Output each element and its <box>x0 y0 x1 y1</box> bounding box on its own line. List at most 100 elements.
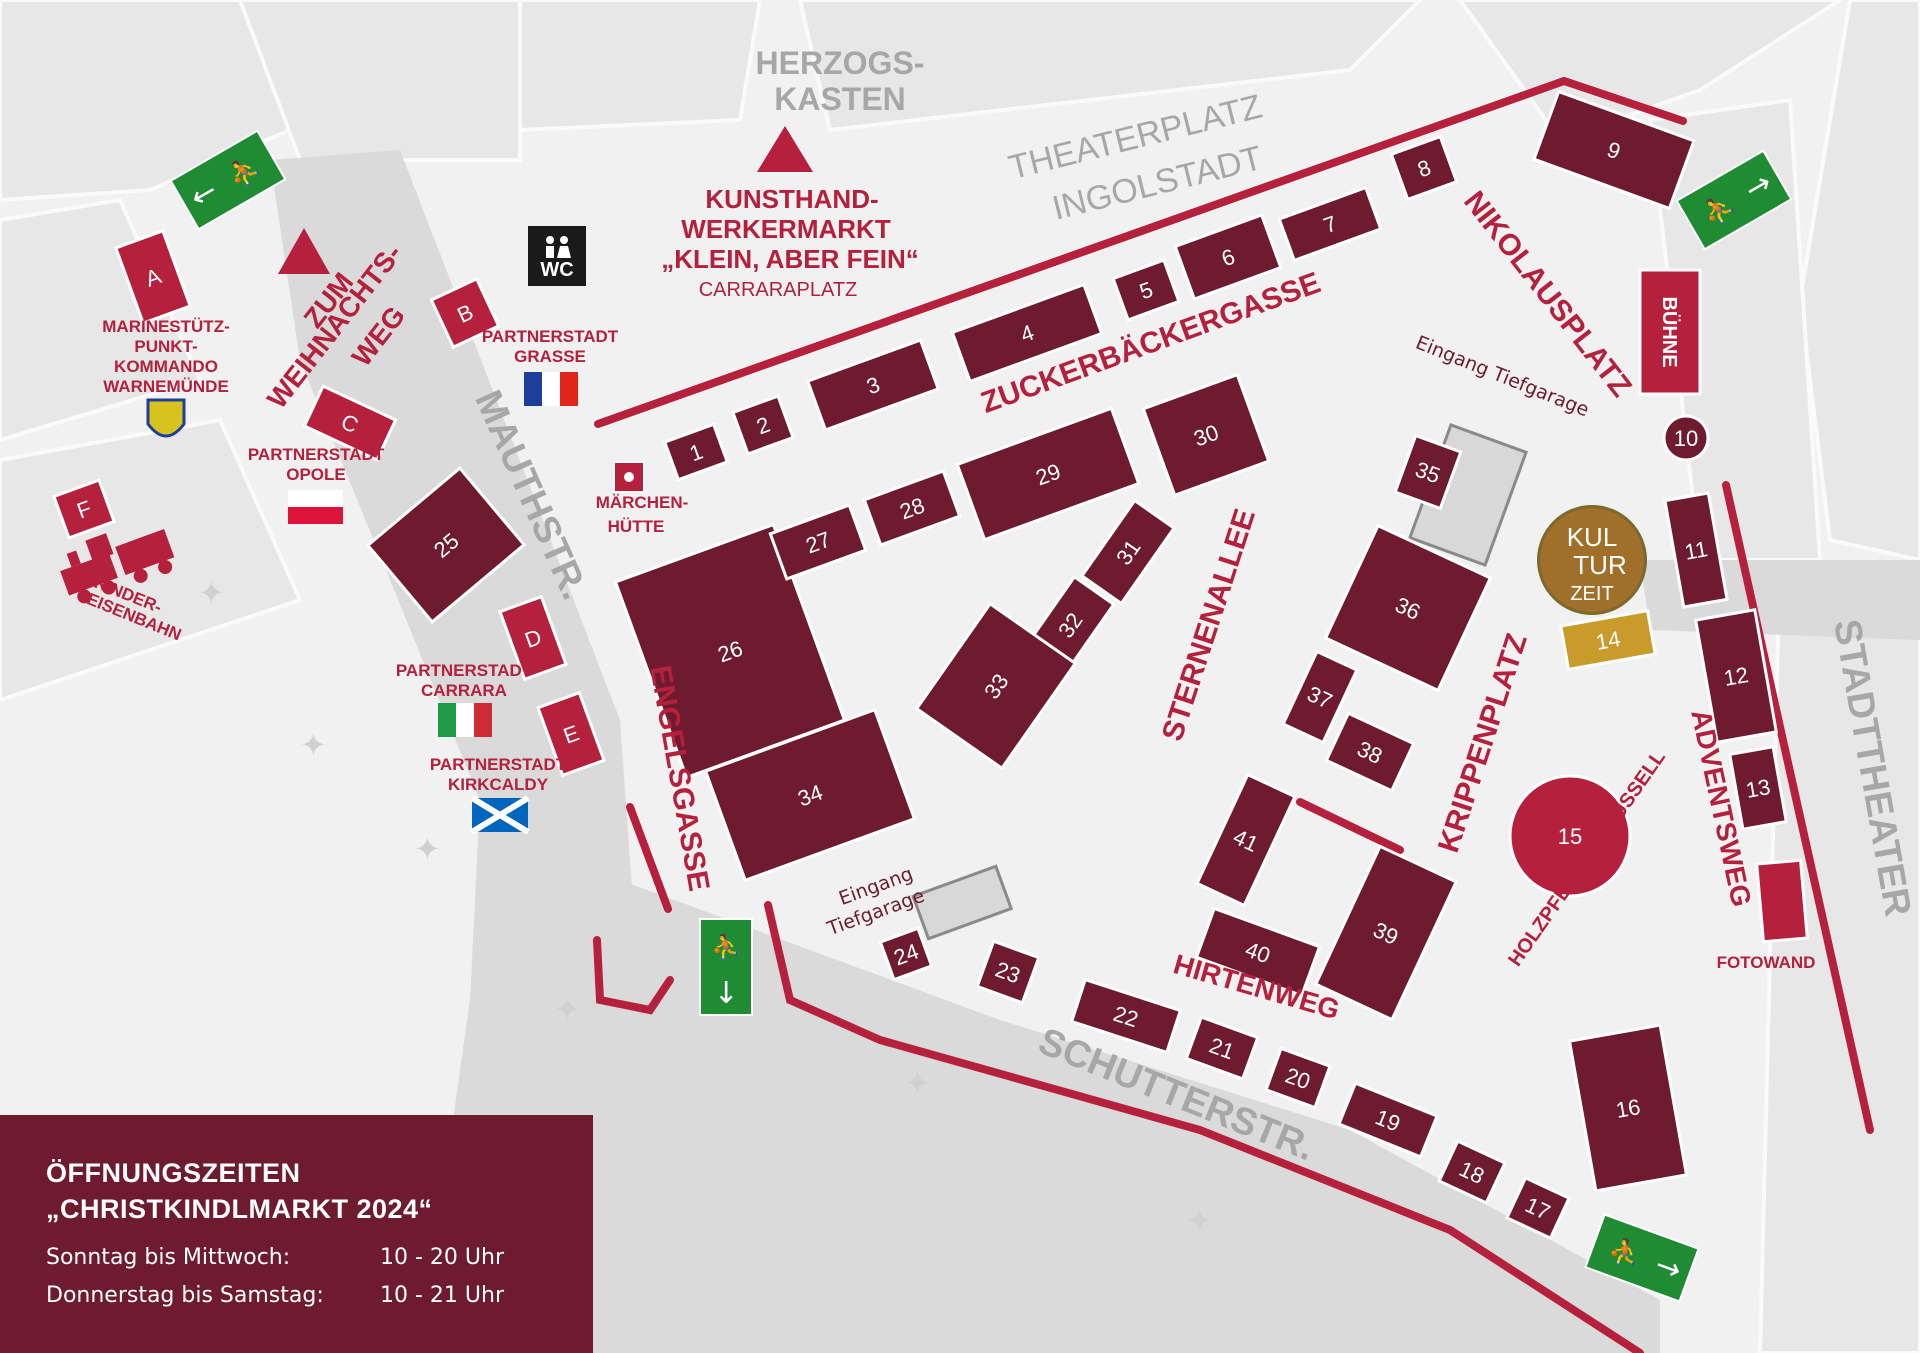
exit-sign-top-left[interactable]: ← ⛹ <box>169 129 287 231</box>
stall-15-number: 15 <box>1558 824 1582 849</box>
stall-e[interactable]: E <box>536 690 606 778</box>
route-lines <box>593 76 1874 1353</box>
stall-36[interactable]: 36 <box>1323 523 1493 693</box>
stall-11-number: 11 <box>1683 536 1710 565</box>
stall-16-number: 16 <box>1614 1094 1642 1123</box>
stall-33[interactable]: 33 <box>914 601 1078 771</box>
maerchen-line-2: HÜTTE <box>608 517 665 536</box>
star-icon: ✦ <box>300 726 327 764</box>
stall-3[interactable]: 3 <box>805 338 941 432</box>
herzogskasten-line-1: HERZOGS- <box>756 45 925 81</box>
opening-hours-panel: ÖFFNUNGSZEITEN „CHRISTKINDLMARKT 2024“ S… <box>0 1115 593 1353</box>
wc-label: WC <box>540 259 573 281</box>
coat-of-arms-icon <box>146 398 186 438</box>
stall-7[interactable]: 7 <box>1277 185 1383 263</box>
opening-hours-row: Sonntag bis Mittwoch: 10 - 20 Uhr <box>46 1239 593 1277</box>
kulturzeit-line-2: TUR <box>1573 550 1626 580</box>
carrara-line-2: CARRARA <box>421 681 507 700</box>
stall-17[interactable]: 17 <box>1504 1175 1572 1241</box>
stall-8[interactable]: 8 <box>1389 134 1459 202</box>
stall-5[interactable]: 5 <box>1111 258 1181 322</box>
stall-19[interactable]: 19 <box>1337 1081 1439 1159</box>
stall-23[interactable]: 23 <box>975 939 1041 1005</box>
stall-35[interactable]: 35 <box>1393 433 1463 511</box>
stall-13[interactable]: 13 <box>1727 745 1789 831</box>
stall-26[interactable]: 26 <box>613 522 847 780</box>
stall-34[interactable]: 34 <box>703 707 917 883</box>
train-icon <box>60 529 175 604</box>
photo-wall[interactable] <box>1755 858 1809 944</box>
direction-triangles <box>278 126 813 274</box>
marine-line-3: KOMMANDO <box>114 357 218 376</box>
stall-31[interactable]: 31 <box>1079 498 1177 606</box>
stall-21[interactable]: 21 <box>1184 1015 1260 1081</box>
kirkcaldy-line-2: KIRKCALDY <box>448 775 549 794</box>
stall-2[interactable]: 2 <box>731 394 795 456</box>
stall-b[interactable]: B <box>429 276 501 350</box>
exit-sign-bottom-right[interactable]: ⛹ → <box>1584 1213 1700 1303</box>
maerchen-huette-icon <box>613 461 645 493</box>
garage-label-top: Eingang Tiefgarage <box>1412 332 1592 422</box>
stage[interactable]: BÜHNE <box>1638 268 1702 396</box>
grasse-line-2: GRASSE <box>514 347 586 366</box>
stall-41[interactable]: 41 <box>1195 772 1297 908</box>
star-icon: ✦ <box>1186 1202 1213 1240</box>
stall-40[interactable]: 40 <box>1194 906 1322 998</box>
kulturzeit-line-1: KUL <box>1567 522 1618 552</box>
kunsthandwerkermarkt-label: KUNSTHAND- WERKERMARKT „KLEIN, ABER FEIN… <box>661 184 919 301</box>
stall-25[interactable]: 25 <box>365 466 527 624</box>
stall-c[interactable]: C <box>302 384 398 462</box>
arrow-down-icon: ↓ <box>713 976 738 1011</box>
stall-d[interactable]: D <box>498 594 568 682</box>
flag-france <box>524 372 578 406</box>
stall-11[interactable]: 11 <box>1663 491 1729 609</box>
opening-hours-subtitle: „CHRISTKINDLMARKT 2024“ <box>46 1194 433 1224</box>
stall-18[interactable]: 18 <box>1437 1139 1507 1205</box>
stall-24[interactable]: 24 <box>878 926 934 982</box>
stall-38[interactable]: 38 <box>1324 711 1416 793</box>
kunst-line-4: CARRARAPLATZ <box>699 279 858 301</box>
stall-30[interactable]: 30 <box>1141 372 1271 498</box>
kunst-line-2: WERKERMARKT <box>681 214 891 244</box>
stall-29[interactable]: 29 <box>955 406 1141 542</box>
fotowand-label: FOTOWAND <box>1717 953 1816 972</box>
stall-12[interactable]: 12 <box>1693 607 1779 745</box>
maerchen-line-1: MÄRCHEN- <box>596 493 689 512</box>
stall-f[interactable]: F <box>52 478 116 540</box>
opening-hours-title: ÖFFNUNGSZEITEN <box>46 1158 301 1188</box>
exit-sign-bottom[interactable]: ⛹ ↓ <box>699 918 753 1016</box>
opening-days: Donnerstag bis Samstag: <box>46 1283 324 1308</box>
grasse-line-1: PARTNERSTADT <box>482 327 619 346</box>
opening-time: 10 - 20 Uhr <box>380 1245 504 1270</box>
stall-10-number: 10 <box>1674 426 1698 451</box>
stall-14[interactable]: 14 <box>1559 608 1657 672</box>
stall-9[interactable]: 9 <box>1532 89 1696 211</box>
stall-16[interactable]: 16 <box>1567 1023 1689 1193</box>
stall-15[interactable]: 15 <box>1508 774 1632 898</box>
weihnachtsweg-triangle-icon <box>278 228 330 274</box>
stall-22[interactable]: 22 <box>1069 977 1183 1055</box>
star-icon: ✦ <box>414 830 441 868</box>
stall-4[interactable]: 4 <box>950 282 1104 384</box>
star-icon: ✦ <box>198 574 225 612</box>
stall-39[interactable]: 39 <box>1313 844 1459 1022</box>
stall-27[interactable]: 27 <box>768 503 868 581</box>
stall-10[interactable]: 10 <box>1662 414 1710 462</box>
kunst-line-3: „KLEIN, ABER FEIN“ <box>661 244 919 274</box>
stage-label: BÜHNE <box>1658 296 1681 367</box>
exit-person-icon: ⛹ <box>711 932 741 961</box>
flag-italy <box>438 703 492 737</box>
star-icon: ✦ <box>904 1064 931 1102</box>
stall-20[interactable]: 20 <box>1264 1046 1332 1110</box>
stall-6[interactable]: 6 <box>1173 213 1283 301</box>
wc-sign[interactable]: WC <box>528 226 586 286</box>
stall-37[interactable]: 37 <box>1281 649 1359 745</box>
marine-line-4: WARNEMÜNDE <box>103 377 229 396</box>
stall-a[interactable]: A <box>113 228 193 326</box>
exit-sign-top-right[interactable]: ⛹ → <box>1675 149 1793 251</box>
carrara-line-1: PARTNERSTADT <box>396 661 533 680</box>
kunst-line-1: KUNSTHAND- <box>705 184 878 214</box>
stall-28[interactable]: 28 <box>862 469 962 547</box>
stall-1[interactable]: 1 <box>662 422 730 482</box>
herzogskasten-triangle-icon <box>757 126 813 172</box>
